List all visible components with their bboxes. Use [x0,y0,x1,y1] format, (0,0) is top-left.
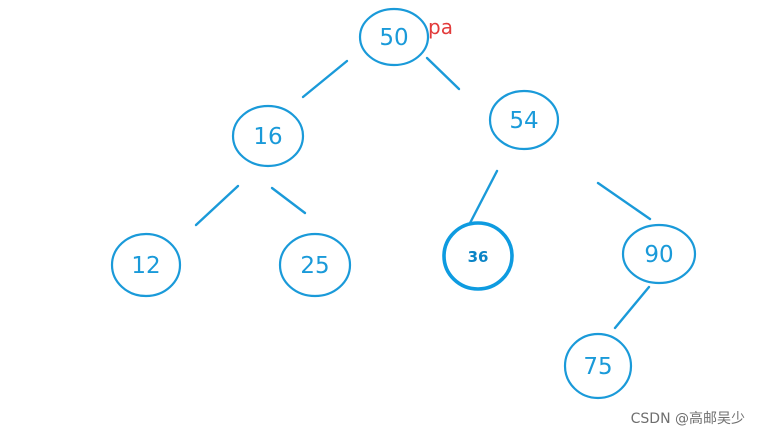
tree-node-12: 12 [110,232,182,298]
edge-50-54 [425,56,461,91]
node-circle-50 [358,7,430,67]
node-value-90: 90 [644,242,673,268]
edge-54-90 [596,181,652,221]
node-circle-75 [563,332,633,400]
tree-node-50: 50 [358,7,430,67]
edge-16-25 [270,186,307,215]
node-circle-12 [110,232,182,298]
edge-90-75 [613,285,651,330]
tree-nodes: 50 16 54 12 25 36 90 75 [110,7,697,400]
tree-node-90: 90 [621,223,697,285]
node-value-50: 50 [379,25,408,51]
node-value-25: 25 [300,253,329,279]
tree-node-36: 36 [442,221,514,291]
node-circle-16 [231,104,305,168]
edge-54-36 [467,169,499,227]
tree-node-16: 16 [231,104,305,168]
node-value-75: 75 [583,354,612,380]
tree-node-75: 75 [563,332,633,400]
tree-node-54: 54 [488,89,560,151]
edge-50-16 [301,59,349,99]
tree-node-25: 25 [278,232,352,298]
node-circle-36 [442,221,514,291]
node-value-54: 54 [509,108,538,134]
csdn-watermark: CSDN @高邮吴少 [630,411,745,427]
edge-16-12 [194,184,240,227]
node-circle-25 [278,232,352,298]
node-circle-54 [488,89,560,151]
node-value-36: 36 [468,248,489,266]
tree-edges [194,56,652,330]
node-value-12: 12 [131,253,160,279]
node-circle-90 [621,223,697,285]
node-value-16: 16 [253,124,282,150]
pointer-label-pa: pa [428,15,453,39]
